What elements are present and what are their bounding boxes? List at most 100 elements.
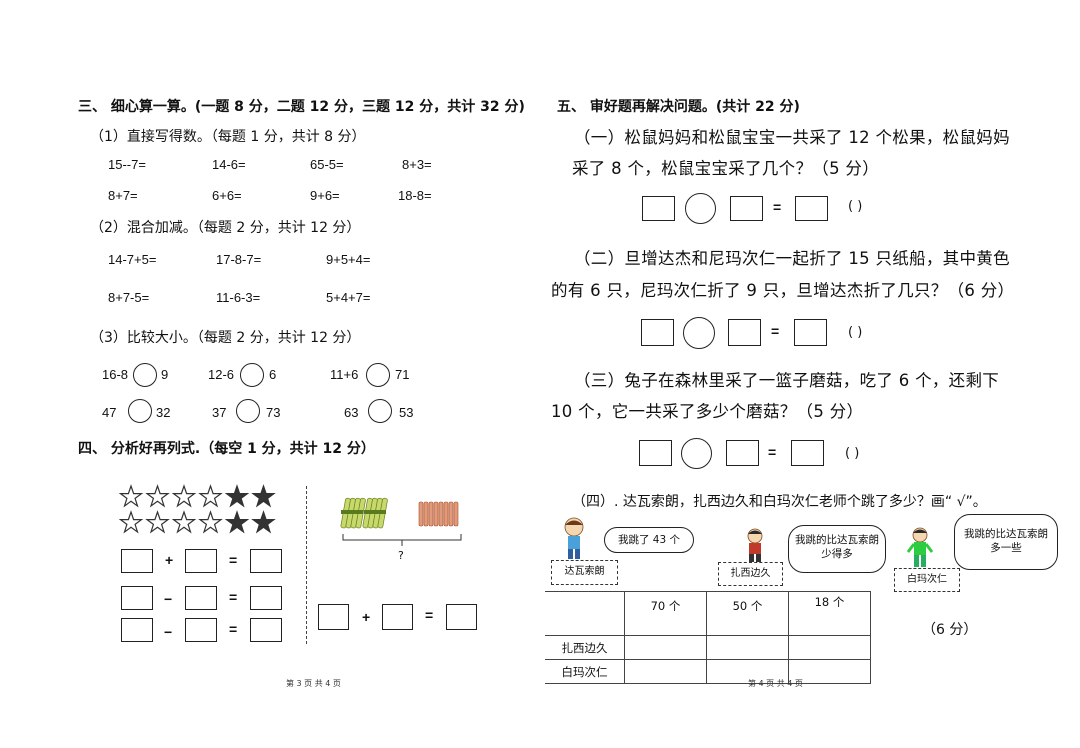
compare-right: 53 bbox=[399, 405, 414, 420]
part-2-title: （2）混合加减。（每题 2 分，共计 12 分） bbox=[90, 220, 361, 236]
unit-parentheses: ( ) bbox=[845, 446, 860, 461]
answer-box[interactable] bbox=[250, 549, 282, 573]
p2-item: 17-8-7= bbox=[216, 252, 262, 267]
compare-left: 37 bbox=[212, 405, 227, 420]
compare-circle[interactable] bbox=[240, 363, 264, 387]
answer-box[interactable] bbox=[250, 618, 282, 642]
section-3-title: 三、 细心算一算。(一题 8 分，二题 12 分，三题 12 分，共计 32 分… bbox=[78, 99, 525, 115]
equals-sign: = bbox=[229, 552, 238, 568]
answer-box[interactable] bbox=[728, 319, 761, 346]
page-footer: 第 4 页 共 4 页 bbox=[748, 679, 803, 688]
compare-right: 73 bbox=[266, 405, 281, 420]
operator: − bbox=[164, 591, 173, 607]
speech-bubble-2: 我跳的比达瓦索朗少得多 bbox=[788, 525, 886, 573]
check-cell[interactable] bbox=[705, 659, 789, 684]
white-star-icon bbox=[119, 511, 143, 533]
p1-item: 8+3= bbox=[402, 157, 432, 172]
p1-item: 8+7= bbox=[108, 188, 138, 203]
points-label: （6 分） bbox=[922, 622, 978, 638]
p2-item: 8+7-5= bbox=[108, 290, 150, 305]
answer-box[interactable] bbox=[794, 319, 827, 346]
compare-circle[interactable] bbox=[236, 399, 260, 423]
check-cell[interactable] bbox=[787, 659, 872, 684]
kid-3-icon bbox=[906, 527, 934, 567]
answer-box[interactable] bbox=[121, 586, 153, 610]
q1-line2: 采了 8 个，松鼠宝宝采了几个？（5 分） bbox=[572, 159, 880, 178]
black-star-icon bbox=[252, 511, 275, 533]
compare-right: 6 bbox=[269, 367, 277, 382]
equals-sign: = bbox=[768, 444, 777, 460]
p1-item: 14-6= bbox=[212, 157, 246, 172]
answer-box[interactable] bbox=[185, 549, 217, 573]
compare-left: 47 bbox=[102, 405, 117, 420]
equals-sign: = bbox=[229, 621, 238, 637]
answer-table: 70 个 50 个 18 个 扎西边久 白玛次仁 bbox=[545, 591, 872, 684]
operator: + bbox=[362, 609, 371, 625]
q2-line2: 的有 6 只，尼玛次仁折了 9 只，旦增达杰折了几只？（6 分） bbox=[551, 281, 1015, 300]
row-label: 扎西边久 bbox=[545, 635, 625, 660]
q3-line1: （三）兔子在森林里采了一篮子磨菇，吃了 6 个，还剩下 bbox=[574, 371, 1000, 390]
answer-box[interactable] bbox=[185, 586, 217, 610]
answer-box[interactable] bbox=[382, 604, 413, 630]
column-header: 50 个 bbox=[705, 591, 789, 636]
kid-1-icon bbox=[564, 517, 584, 559]
white-star-icon bbox=[119, 485, 143, 507]
check-cell[interactable] bbox=[705, 635, 789, 660]
operator-circle[interactable] bbox=[685, 193, 716, 224]
white-star-icon bbox=[199, 511, 222, 533]
answer-box[interactable] bbox=[250, 586, 282, 610]
column-header: 70 个 bbox=[623, 591, 707, 636]
answer-box[interactable] bbox=[791, 440, 824, 466]
answer-box[interactable] bbox=[446, 604, 477, 630]
answer-box[interactable] bbox=[642, 196, 675, 221]
compare-right: 71 bbox=[395, 367, 410, 382]
name-label-3: 白玛次仁 bbox=[894, 568, 960, 592]
equals-sign: = bbox=[229, 589, 238, 605]
compare-circle[interactable] bbox=[366, 363, 390, 387]
check-cell[interactable] bbox=[787, 635, 872, 660]
p1-item: 18-8= bbox=[398, 188, 432, 203]
answer-box[interactable] bbox=[795, 196, 828, 221]
equals-sign: = bbox=[425, 607, 434, 623]
speech-bubble-3: 我跳的比达瓦索朗多一些 bbox=[954, 514, 1058, 570]
equals-sign: = bbox=[773, 199, 782, 215]
check-cell[interactable] bbox=[623, 635, 707, 660]
p2-item: 11-6-3= bbox=[216, 290, 261, 305]
compare-circle[interactable] bbox=[368, 399, 392, 423]
q4-title: （四）. 达瓦索朗，扎西边久和白玛次仁老师个跳了多少？画“ √”。 bbox=[572, 494, 987, 510]
section-4-title: 四、 分析好再列式.（每空 1 分，共计 12 分） bbox=[78, 441, 375, 457]
p1-item: 65-5= bbox=[310, 157, 344, 172]
answer-box[interactable] bbox=[318, 604, 349, 630]
compare-right: 32 bbox=[156, 405, 171, 420]
answer-box[interactable] bbox=[121, 549, 153, 573]
p1-item: 15--7= bbox=[108, 157, 146, 172]
p2-item: 9+5+4= bbox=[326, 252, 371, 267]
p1-item: 9+6= bbox=[310, 188, 340, 203]
operator-circle[interactable] bbox=[683, 317, 715, 349]
compare-left: 63 bbox=[344, 405, 359, 420]
white-star-icon bbox=[146, 511, 169, 533]
answer-box[interactable] bbox=[639, 440, 672, 466]
answer-box[interactable] bbox=[726, 440, 759, 466]
section-5-title: 五、 审好题再解决问题。(共计 22 分) bbox=[557, 99, 800, 115]
p1-item: 6+6= bbox=[212, 188, 242, 203]
sticks-figure bbox=[340, 497, 462, 546]
operator-circle[interactable] bbox=[681, 438, 712, 469]
compare-circle[interactable] bbox=[133, 363, 157, 387]
white-star-icon bbox=[172, 485, 196, 507]
stars-figure bbox=[119, 485, 275, 533]
answer-box[interactable] bbox=[185, 618, 217, 642]
black-star-icon bbox=[252, 485, 275, 507]
column-header: 18 个 bbox=[787, 591, 872, 636]
answer-box[interactable] bbox=[641, 319, 674, 346]
part-1-title: （1）直接写得数。（每题 1 分，共计 8 分） bbox=[90, 129, 366, 145]
answer-box[interactable] bbox=[121, 618, 153, 642]
compare-circle[interactable] bbox=[128, 399, 152, 423]
question-mark: ? bbox=[398, 549, 404, 562]
white-star-icon bbox=[172, 511, 196, 533]
check-cell[interactable] bbox=[623, 659, 707, 684]
answer-box[interactable] bbox=[730, 196, 763, 221]
unit-parentheses: ( ) bbox=[848, 325, 863, 340]
page-footer: 第 3 页 共 4 页 bbox=[286, 679, 341, 688]
name-label-2: 扎西边久 bbox=[718, 562, 783, 586]
